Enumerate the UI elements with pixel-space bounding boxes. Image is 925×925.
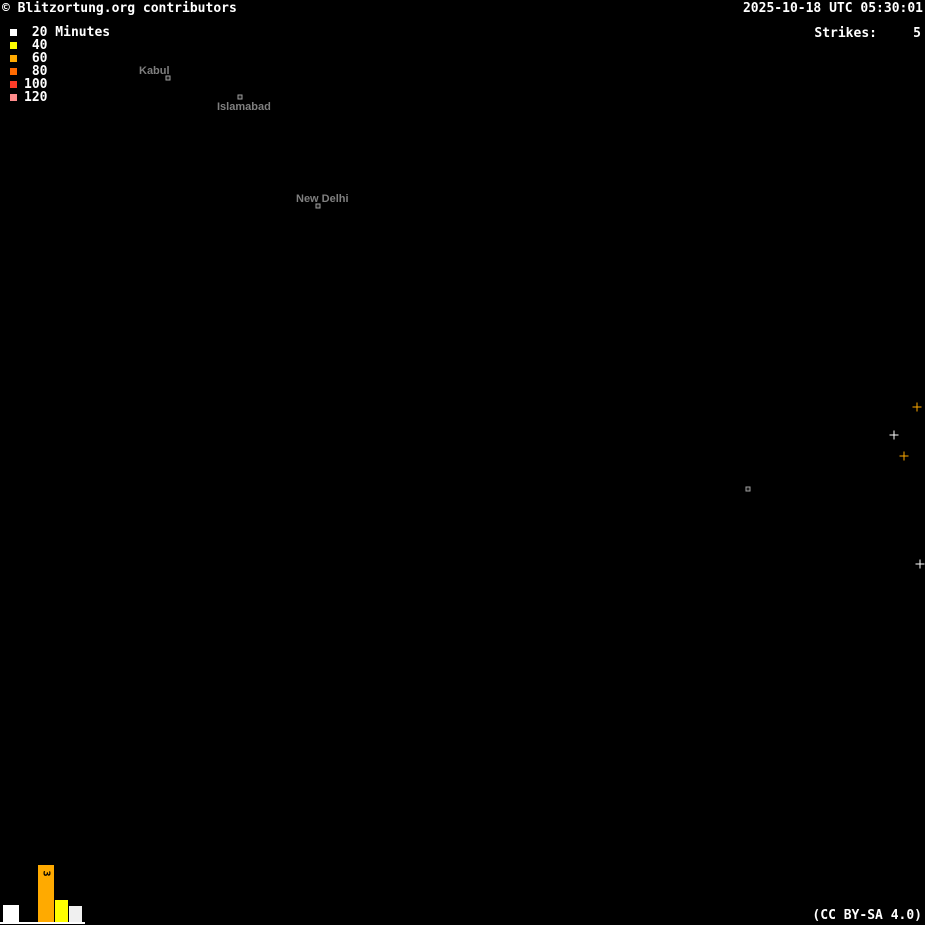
legend-label: 100 (24, 77, 48, 92)
city-marker-icon (315, 203, 321, 209)
legend-swatch-icon (10, 81, 17, 88)
legend-swatch-icon (10, 55, 17, 62)
strikes-counter: Strikes: 5 (814, 26, 921, 41)
legend-row: 20 Minutes (10, 26, 110, 39)
city-label: New Delhi (296, 193, 349, 205)
histogram-bar: 3 (38, 865, 54, 922)
legend-row: 60 (10, 52, 110, 65)
histogram-baseline (0, 922, 85, 924)
city-label: Islamabad (217, 101, 271, 113)
city-marker-icon (745, 486, 751, 492)
strike-icon (889, 430, 899, 440)
legend-row: 80 (10, 65, 110, 78)
legend-label: 40 (24, 38, 48, 53)
legend-row: 40 (10, 39, 110, 52)
histogram-bar-count: 3 (40, 870, 52, 877)
legend-swatch-icon (10, 94, 17, 101)
license-text: (CC BY-SA 4.0) (812, 908, 922, 923)
legend-row: 100 (10, 78, 110, 91)
histogram-bar (55, 900, 68, 922)
legend-label: 120 (24, 90, 48, 105)
strikes-label: Strikes: (814, 26, 877, 41)
legend-label: 80 (24, 64, 48, 79)
legend-swatch-icon (10, 29, 17, 36)
legend-label: 20 Minutes (24, 25, 111, 40)
histogram: 3 (0, 862, 86, 924)
legend-label: 60 (24, 51, 48, 66)
strike-icon (915, 559, 925, 569)
attribution: © Blitzortung.org contributors (2, 1, 237, 16)
legend-swatch-icon (10, 68, 17, 75)
legend-row: 120 (10, 91, 110, 104)
city-marker-icon (165, 75, 171, 81)
city-label: Kabul (139, 65, 170, 77)
legend-swatch-icon (10, 42, 17, 49)
strike-icon (912, 402, 922, 412)
timestamp: 2025-10-18 UTC 05:30:01 (742, 1, 923, 16)
strike-icon (899, 451, 909, 461)
strikes-count: 5 (913, 26, 921, 41)
city-marker-icon (237, 94, 243, 100)
histogram-bar (3, 905, 19, 922)
histogram-bar (69, 906, 82, 922)
